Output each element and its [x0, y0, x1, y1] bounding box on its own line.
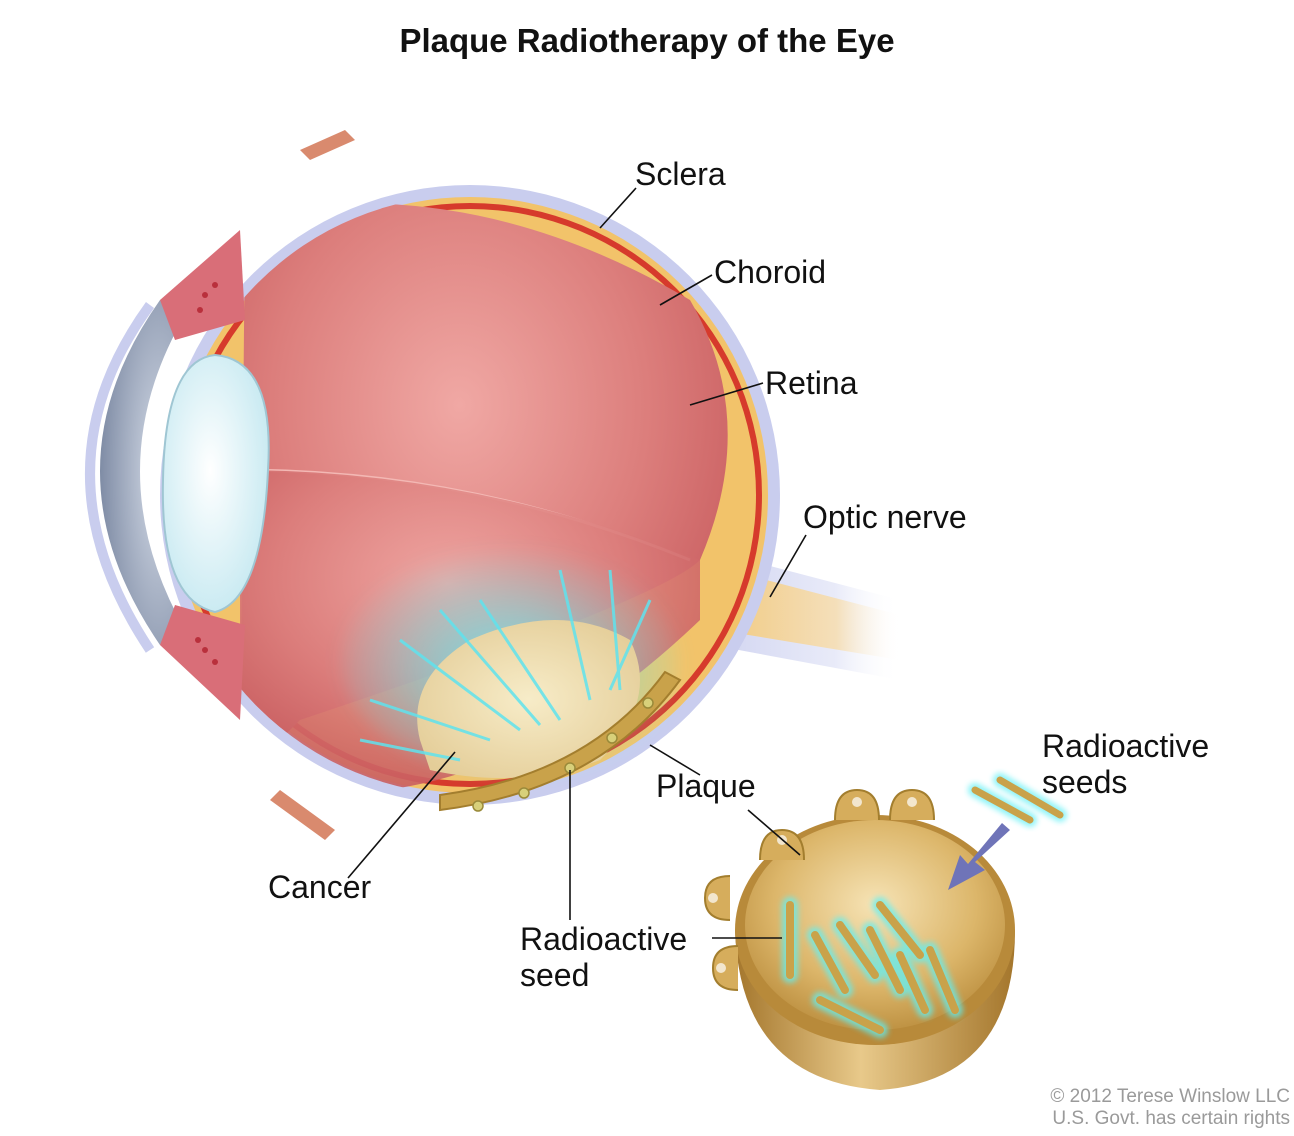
upper-muscle	[300, 130, 355, 160]
label-plaque: Plaque	[656, 768, 756, 804]
label-sclera: Sclera	[635, 156, 726, 192]
credit-line-1: © 2012 Terese Winslow LLC	[1050, 1086, 1290, 1108]
page-title: Plaque Radiotherapy of the Eye	[0, 22, 1294, 60]
label-radioactive-seeds-1: Radioactive	[1042, 728, 1209, 764]
label-radioactive-seeds-2: seeds	[1042, 764, 1127, 800]
ciliary-lower	[160, 605, 245, 720]
lower-muscle	[270, 790, 335, 840]
label-radioactive-seed-2: seed	[520, 957, 589, 993]
ciliary-upper	[160, 230, 245, 340]
label-optic-nerve: Optic nerve	[803, 499, 967, 535]
copyright-credit: © 2012 Terese Winslow LLC U.S. Govt. has…	[1050, 1086, 1290, 1130]
label-retina: Retina	[765, 365, 858, 401]
credit-line-2: U.S. Govt. has certain rights	[1050, 1108, 1290, 1130]
label-choroid: Choroid	[714, 254, 826, 290]
label-radioactive-seed-1: Radioactive	[520, 921, 687, 957]
label-cancer: Cancer	[268, 869, 371, 905]
